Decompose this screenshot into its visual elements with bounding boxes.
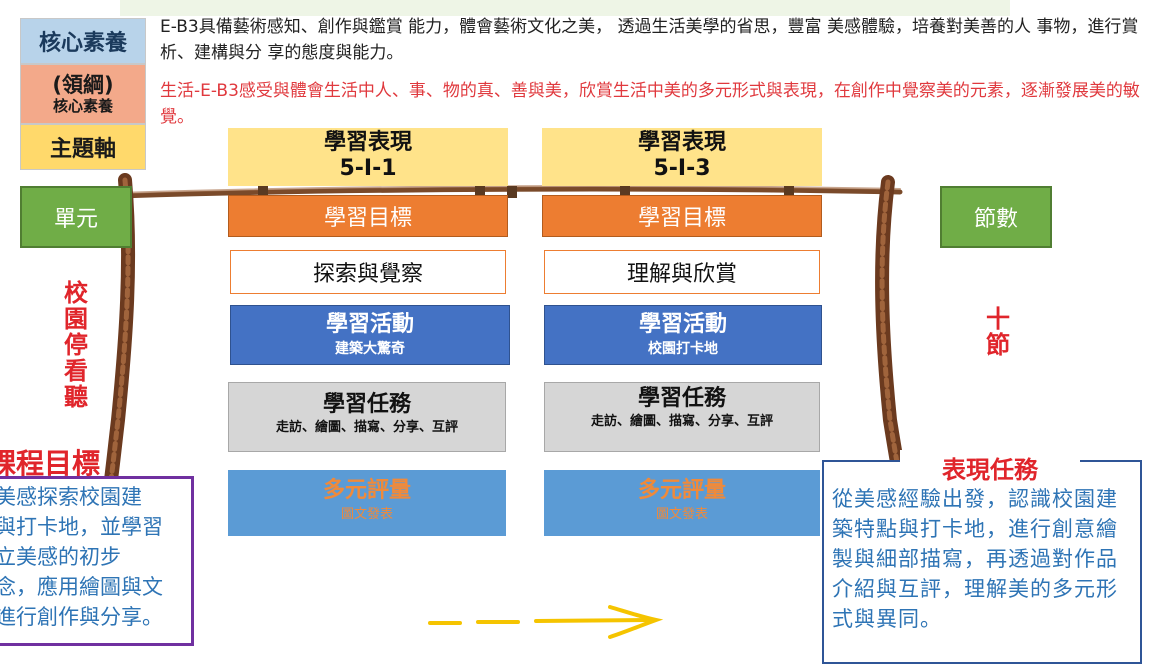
course-goal-title: 課程目標 xyxy=(0,447,101,480)
assessment-title: 多元評量 xyxy=(637,478,726,503)
assessment-title: 多元評量 xyxy=(322,478,411,503)
learning-performance-code: 5-I-1 xyxy=(339,156,397,181)
performance-task-text: 從美感經驗出發，認識校園建築特點與打卡地，進行創意繪製與細部描寫，再透過對作品介… xyxy=(832,487,1118,631)
unit-name-char: 校 xyxy=(64,279,88,307)
course-goal-line: 從美感探索校園建 xyxy=(0,485,142,509)
legend-gang-line2: 核心素養 xyxy=(52,97,113,115)
course-goal-line: 概念，應用繪圖與文 xyxy=(0,575,163,599)
learning-goal-value: 理解與欣賞 xyxy=(626,262,737,287)
section-count-char: 十 xyxy=(986,305,1010,333)
domain-competency-text: 生活-E-B3感受與體會生活中人、事、物的真、善與美，欣賞生活中美的多元形式與表… xyxy=(160,81,1140,127)
learning-activity-name: 建築大驚奇 xyxy=(335,341,405,357)
learning-task-title: 學習任務 xyxy=(322,392,411,417)
unit-name-char: 看 xyxy=(64,357,88,385)
learning-goal-text: 探索與覺察 xyxy=(230,250,506,294)
course-goal-box xyxy=(0,476,194,646)
learning-performance-title: 學習表現 xyxy=(323,130,412,155)
unit-name-char: 園 xyxy=(64,305,88,333)
learning-activity-title: 學習活動 xyxy=(638,312,727,337)
learning-goal-header: 學習目標 xyxy=(228,195,508,237)
learning-goal-value: 探索與覺察 xyxy=(312,262,423,287)
unit-label: 單元 xyxy=(53,207,98,232)
learning-goal-label: 學習目標 xyxy=(323,206,412,231)
learning-performance-card: 學習表現 5-I-3 xyxy=(542,128,822,186)
learning-performance-code: 5-I-3 xyxy=(653,156,711,181)
unit-name: 校 園 停 看 聽 xyxy=(58,280,94,410)
learning-task-card: 學習任務 走訪、繪圖、描寫、分享、互評 xyxy=(228,382,506,452)
assessment-card: 多元評量 圖文發表 xyxy=(544,470,820,536)
course-goal-line: 建立美感的初步 xyxy=(0,545,121,569)
performance-task-title: 表現任務 xyxy=(900,450,1080,485)
course-goal-line: 築與打卡地，並學習 xyxy=(0,515,163,539)
core-competency-text: E-B3具備藝術感知、創作與鑑賞 能力，體會藝術文化之美， 透過生活美學的省思，… xyxy=(160,17,1139,63)
course-goal-text: 從美感探索校園建 築與打卡地，並學習 建立美感的初步 概念，應用繪圖與文 字進行… xyxy=(0,482,184,632)
unit-name-char: 聽 xyxy=(64,383,88,411)
learning-performance-card: 學習表現 5-I-1 xyxy=(228,128,508,186)
learning-goal-header: 學習目標 xyxy=(542,195,822,237)
section-count: 十 節 xyxy=(980,306,1016,358)
unit-label-box: 單元 xyxy=(20,186,132,248)
legend-theme-axis: 主題軸 xyxy=(20,124,146,170)
section-label: 節數 xyxy=(973,207,1018,232)
course-goal-line: 字進行創作與分享。 xyxy=(0,605,163,629)
dashed-arrow-icon xyxy=(428,605,664,639)
learning-goal-text: 理解與欣賞 xyxy=(544,250,820,294)
unit-name-char: 停 xyxy=(64,331,88,359)
legend-gang-line1: (領綱) xyxy=(52,73,114,97)
learning-task-card: 學習任務 走訪、繪圖、描寫、分享、互評 xyxy=(544,382,820,452)
top-strip xyxy=(120,0,1010,16)
legend-core-competency: 核心素養 xyxy=(20,18,146,64)
assessment-detail: 圖文發表 xyxy=(655,507,708,522)
legend-core-label: 核心素養 xyxy=(38,31,127,56)
learning-activity-name: 校園打卡地 xyxy=(648,341,718,357)
learning-task-detail: 走訪、繪圖、描寫、分享、互評 xyxy=(590,414,773,429)
legend-theme-label: 主題軸 xyxy=(49,137,116,162)
assessment-card: 多元評量 圖文發表 xyxy=(228,470,506,536)
section-label-box: 節數 xyxy=(940,186,1052,248)
learning-activity-card: 學習活動 校園打卡地 xyxy=(544,305,822,365)
legend-domain-competency: (領綱) 核心素養 xyxy=(20,64,146,124)
learning-performance-title: 學習表現 xyxy=(637,130,726,155)
learning-task-detail: 走訪、繪圖、描寫、分享、互評 xyxy=(275,420,458,435)
assessment-detail: 圖文發表 xyxy=(340,507,393,522)
learning-activity-title: 學習活動 xyxy=(325,312,414,337)
section-count-char: 節 xyxy=(986,331,1010,359)
learning-goal-label: 學習目標 xyxy=(637,206,726,231)
learning-task-title: 學習任務 xyxy=(637,386,726,411)
learning-activity-card: 學習活動 建築大驚奇 xyxy=(230,305,510,365)
